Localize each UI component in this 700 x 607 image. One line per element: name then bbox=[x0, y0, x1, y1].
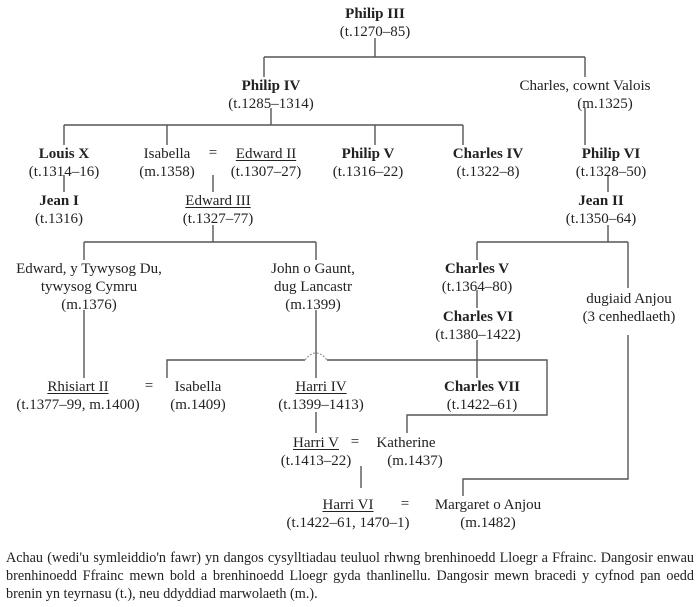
person-date: (t.1328–50) bbox=[575, 164, 647, 180]
person-name: Charles VI bbox=[442, 309, 514, 325]
person-jean-i: Jean I (t.1316) bbox=[35, 192, 83, 228]
person-date: (t.1322–8) bbox=[456, 164, 520, 180]
person-name: Charles V bbox=[444, 261, 510, 277]
person-philip-v: Philip V (t.1316–22) bbox=[333, 145, 403, 181]
marriage-symbol: = bbox=[350, 434, 360, 450]
person-edward-ii: Edward II (t.1307–27) bbox=[231, 145, 301, 181]
person-name: Rhisiart II bbox=[47, 379, 109, 395]
person-black-prince: Edward, y Tywysog Du, tywysog Cymru (m.1… bbox=[16, 260, 162, 314]
person-date: (m.1437) bbox=[387, 453, 443, 469]
person-katherine: Katherine (m.1437) bbox=[369, 434, 442, 470]
person-name-line: Edward, y Tywysog Du, bbox=[16, 261, 162, 277]
person-name: Harri V bbox=[293, 435, 339, 451]
person-date: (m.1325) bbox=[577, 96, 633, 112]
marriage-symbol: = bbox=[144, 378, 154, 394]
person-edward-iii: Edward III (t.1327–77) bbox=[183, 192, 253, 228]
person-name: Harri VI bbox=[322, 497, 374, 513]
person-name: Charles, cownt Valois bbox=[519, 78, 651, 94]
person-charles-vi: Charles VI (t.1380–1422) bbox=[435, 308, 520, 344]
connector-lines bbox=[63, 38, 629, 496]
connector bbox=[462, 335, 629, 496]
person-name-line: tywysog Cymru bbox=[40, 279, 138, 295]
figure-caption: Achau (wedi'u symleiddio'n fawr) yn dang… bbox=[6, 550, 694, 602]
person-john-of-gaunt: John o Gaunt, dug Lancastr (m.1399) bbox=[271, 260, 355, 314]
person-name: Philip IV bbox=[241, 78, 301, 94]
person-name: Edward III bbox=[185, 193, 251, 209]
person-charles-iv: Charles IV (t.1322–8) bbox=[453, 145, 523, 181]
person-date: (t.1350–64) bbox=[565, 211, 637, 227]
connector bbox=[166, 359, 305, 378]
person-dukes-anjou: dugiaid Anjou (3 cenhedlaeth) bbox=[583, 290, 676, 326]
person-name: Margaret o Anjou bbox=[434, 497, 542, 513]
person-name-line: dug Lancastr bbox=[274, 279, 352, 295]
person-name: Charles IV bbox=[452, 146, 524, 162]
person-name: Louis X bbox=[38, 146, 90, 162]
person-date: (m.1409) bbox=[170, 397, 226, 413]
person-date: (t.1314–16) bbox=[28, 164, 100, 180]
person-date: (t.1316) bbox=[35, 211, 83, 227]
person-isabella-france: Isabella (m.1358) bbox=[139, 145, 194, 181]
person-date: (t.1380–1422) bbox=[435, 327, 521, 343]
person-henry-vi: Harri VI (t.1422–61, 1470–1) bbox=[287, 496, 410, 532]
person-name: Philip III bbox=[345, 6, 405, 22]
person-margaret-of-anjou: Margaret o Anjou (m.1482) bbox=[435, 496, 541, 532]
person-louis-x: Louis X (t.1314–16) bbox=[29, 145, 99, 181]
person-philip-iv: Philip IV (t.1285–1314) bbox=[228, 77, 313, 113]
person-date: (t.1307–27) bbox=[230, 164, 302, 180]
person-date: (t.1285–1314) bbox=[228, 96, 314, 112]
person-date: (m.1376) bbox=[61, 297, 117, 313]
person-name: Isabella bbox=[174, 379, 222, 395]
person-name: Edward II bbox=[235, 146, 297, 162]
person-name-line: John o Gaunt, bbox=[271, 261, 355, 277]
person-name: Katherine bbox=[376, 435, 436, 451]
person-date: (t.1399–1413) bbox=[278, 397, 364, 413]
person-name: Harri IV bbox=[295, 379, 347, 395]
person-date: (t.1270–85) bbox=[339, 24, 411, 40]
person-philip-iii: Philip III (t.1270–85) bbox=[340, 5, 410, 41]
person-name: Jean I bbox=[39, 193, 79, 209]
person-name: Jean II bbox=[578, 193, 624, 209]
person-charles-v: Charles V (t.1364–80) bbox=[442, 260, 512, 296]
person-charles-valois: Charles, cownt Valois (m.1325) bbox=[520, 77, 651, 113]
person-jean-ii: Jean II (t.1350–64) bbox=[566, 192, 636, 228]
person-charles-vii: Charles VII (t.1422–61) bbox=[444, 378, 520, 414]
connector bbox=[327, 359, 548, 433]
person-richard-ii: Rhisiart II (t.1377–99, m.1400) bbox=[16, 378, 139, 414]
person-date: (t.1377–99, m.1400) bbox=[16, 397, 140, 413]
person-name: Isabella bbox=[143, 146, 191, 162]
person-name: Philip V bbox=[341, 146, 395, 162]
person-henry-iv: Harri IV (t.1399–1413) bbox=[278, 378, 363, 414]
person-henry-v: Harri V (t.1413–22) bbox=[281, 434, 351, 470]
person-date: (t.1327–77) bbox=[182, 211, 254, 227]
person-date: (m.1482) bbox=[460, 515, 516, 531]
person-date: (t.1422–61, 1470–1) bbox=[286, 515, 410, 531]
person-isabella-valois: Isabella (m.1409) bbox=[170, 378, 225, 414]
person-date: (t.1316–22) bbox=[332, 164, 404, 180]
person-date: (t.1422–61) bbox=[446, 397, 518, 413]
person-date: (t.1413–22) bbox=[280, 453, 352, 469]
family-tree: Philip III (t.1270–85) Philip IV (t.1285… bbox=[16, 5, 676, 532]
person-date: (3 cenhedlaeth) bbox=[582, 309, 676, 325]
person-name: dugiaid Anjou bbox=[586, 291, 672, 307]
person-date: (m.1358) bbox=[139, 164, 195, 180]
person-date: (m.1399) bbox=[285, 297, 341, 313]
person-philip-vi: Philip VI (t.1328–50) bbox=[576, 145, 646, 181]
person-date: (t.1364–80) bbox=[441, 279, 513, 295]
person-name: Philip VI bbox=[581, 146, 641, 162]
person-name: Charles VII bbox=[444, 379, 520, 395]
marriage-symbol: = bbox=[400, 496, 410, 512]
marriage-symbol: = bbox=[208, 145, 218, 161]
